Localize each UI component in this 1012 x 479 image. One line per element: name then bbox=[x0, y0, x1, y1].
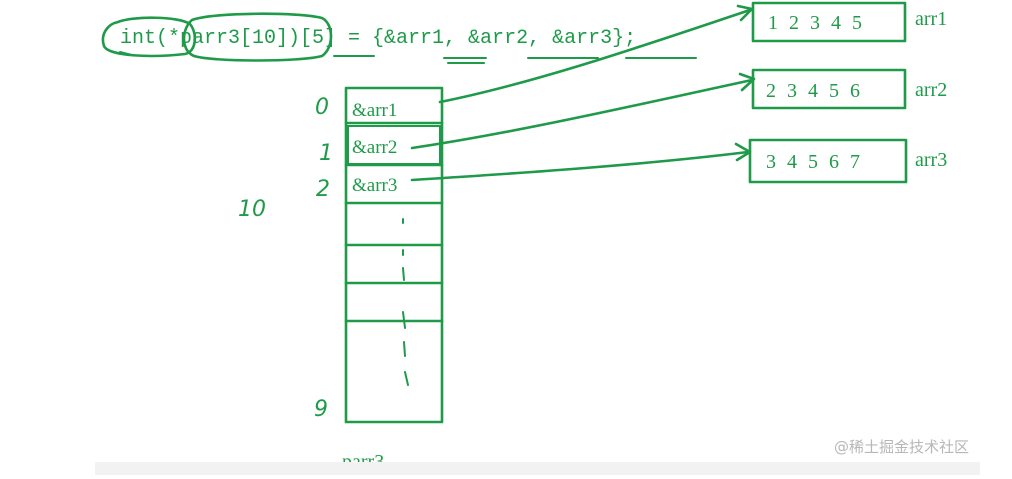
array-values-arr2: 2 3 4 5 6 bbox=[766, 80, 863, 102]
pointer-cell-0: &arr1 bbox=[352, 100, 397, 121]
array-values-arr3: 3 4 5 6 7 bbox=[766, 151, 863, 173]
arrowhead-arr3 bbox=[734, 142, 752, 162]
index-label-1: 1 bbox=[319, 141, 333, 166]
arrow-arr2-to-box bbox=[410, 78, 754, 150]
array-box-arr3 bbox=[748, 138, 908, 184]
array-name-arr2: arr2 bbox=[915, 79, 947, 101]
ellipsis-dot-4 bbox=[402, 311, 406, 329]
array-name-arr1: arr1 bbox=[915, 8, 947, 30]
ellipse-annotation-parr3 bbox=[182, 12, 333, 62]
arrow-arr3-to-box bbox=[410, 150, 750, 182]
ellipse-annotation-int bbox=[101, 16, 197, 58]
array-size-annotation: 10 bbox=[238, 197, 266, 222]
ellipsis-dot-6 bbox=[404, 371, 409, 386]
pointer-array-outline bbox=[344, 86, 444, 424]
array-box-arr1 bbox=[751, 1, 907, 43]
ellipsis-dot-3 bbox=[402, 267, 405, 281]
index-label-2: 2 bbox=[316, 177, 330, 202]
pointer-cell-1: &arr2 bbox=[352, 137, 397, 158]
array-values-arr1: 1 2 3 4 5 bbox=[768, 12, 865, 34]
arrow-arr1-to-box bbox=[438, 8, 752, 104]
array-name-arr3: arr3 bbox=[915, 149, 947, 171]
arrowhead-arr1 bbox=[736, 4, 754, 22]
squiggle-int bbox=[119, 51, 133, 56]
arrowhead-arr2 bbox=[738, 72, 756, 92]
index-label-9: 9 bbox=[314, 397, 328, 422]
watermark: @稀土掘金技术社区 bbox=[834, 438, 969, 456]
index-label-0: 0 bbox=[315, 95, 329, 120]
cell-highlight-arr2 bbox=[347, 125, 441, 165]
code-declaration: int(*parr3[10])[5] = {&arr1, &arr2, &arr… bbox=[120, 27, 636, 50]
array-box-arr2 bbox=[751, 68, 907, 110]
bottom-strip bbox=[95, 462, 980, 475]
pointer-cell-2: &arr3 bbox=[352, 175, 397, 196]
ellipsis-dot-5 bbox=[403, 341, 406, 357]
